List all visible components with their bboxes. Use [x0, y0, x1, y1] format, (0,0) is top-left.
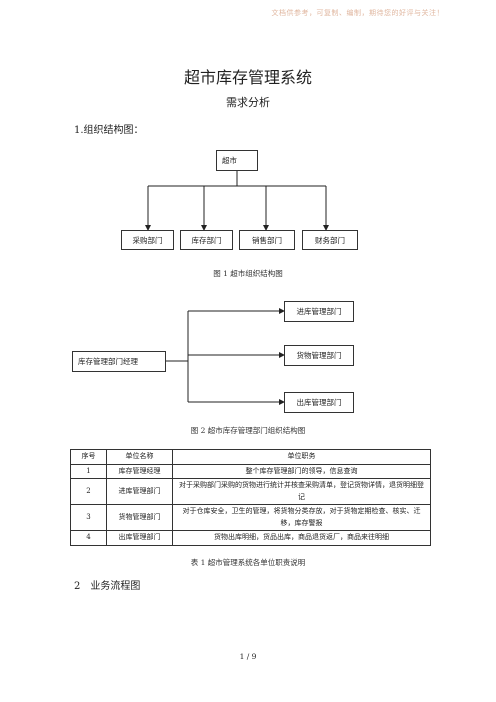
table-header-cell: 序号: [70, 449, 107, 465]
figure1-caption: 图 1 超市组织结构图: [213, 269, 283, 278]
table-row: 1 库存管理经理 整个库存管理部门的领导，信息查询: [70, 463, 431, 479]
org-node-inventory: 库存部门: [180, 230, 233, 250]
section-heading-business-flow: 2 业务流程图: [74, 581, 141, 592]
table-cell-index: 4: [70, 530, 107, 546]
document-subtitle: 需求分析: [226, 96, 270, 109]
table-cell-unit: 库存管理经理: [106, 463, 173, 479]
table-row: 3 货物管理部门 对于仓库安全，卫生的管理，将货物分类存放，对于货物定期检查、核…: [70, 504, 431, 531]
figure2-caption: 图 2 超市库存管理部门组织结构图: [190, 426, 306, 435]
fig2-connector-lines: [166, 308, 285, 405]
org-node-sales: 销售部门: [239, 230, 295, 250]
fig1-connector-lines: [145, 171, 329, 231]
table1-caption: 表 1 超市管理系统各单位职责说明: [190, 558, 306, 567]
table-cell-unit: 货物管理部门: [106, 504, 173, 531]
table-cell-index: 1: [70, 463, 107, 479]
org-node-inventory-manager: 库存管理部门经理: [72, 351, 166, 372]
table-cell-duty: 对于仓库安全，卫生的管理，将货物分类存放，对于货物定期检查、核实、迁移，库存警报: [172, 504, 431, 531]
table-cell-duty: 整个库存管理部门的领导，信息查询: [172, 463, 431, 479]
table-row: 2 进库管理部门 对于采购部门采购的货物进行统计并核查采购清单，登记货物详情，退…: [70, 478, 431, 505]
org-node-goods-dept: 货物管理部门: [284, 345, 354, 366]
page-number: 1 / 9: [239, 652, 257, 661]
document-title: 超市库存管理系统: [183, 68, 312, 87]
table-header-cell: 单位职务: [172, 449, 431, 465]
duty-table: 序号 单位名称 单位职务 1 库存管理经理 整个库存管理部门的领导，信息查询 2…: [70, 449, 431, 546]
table-cell-index: 2: [70, 478, 107, 505]
table-cell-duty: 对于采购部门采购的货物进行统计并核查采购清单，登记货物详情，退货明细登记: [172, 478, 431, 505]
watermark-text: 文档供参考，可复制、编制，期待您的好评与关注！: [271, 9, 444, 17]
table-cell-duty: 货物出库明细，货品出库，商品退货返厂，商品来往明细: [172, 530, 431, 546]
org-node-purchasing: 采购部门: [121, 230, 174, 250]
table-cell-unit: 出库管理部门: [106, 530, 173, 546]
table-row: 4 出库管理部门 货物出库明细，货品出库，商品退货返厂，商品来往明细: [70, 530, 431, 546]
table-header-cell: 单位名称: [106, 449, 173, 465]
table-cell-unit: 进库管理部门: [106, 478, 173, 505]
org-node-inbound-dept: 进库管理部门: [284, 301, 354, 322]
section-heading-org-chart: 1.组织结构图：: [74, 125, 144, 136]
table-header-row: 序号 单位名称 单位职务: [70, 449, 431, 465]
org-node-supermarket: 超市: [216, 150, 258, 171]
org-node-outbound-dept: 出库管理部门: [284, 392, 354, 413]
table-cell-index: 3: [70, 504, 107, 531]
org-node-finance: 财务部门: [302, 230, 358, 250]
